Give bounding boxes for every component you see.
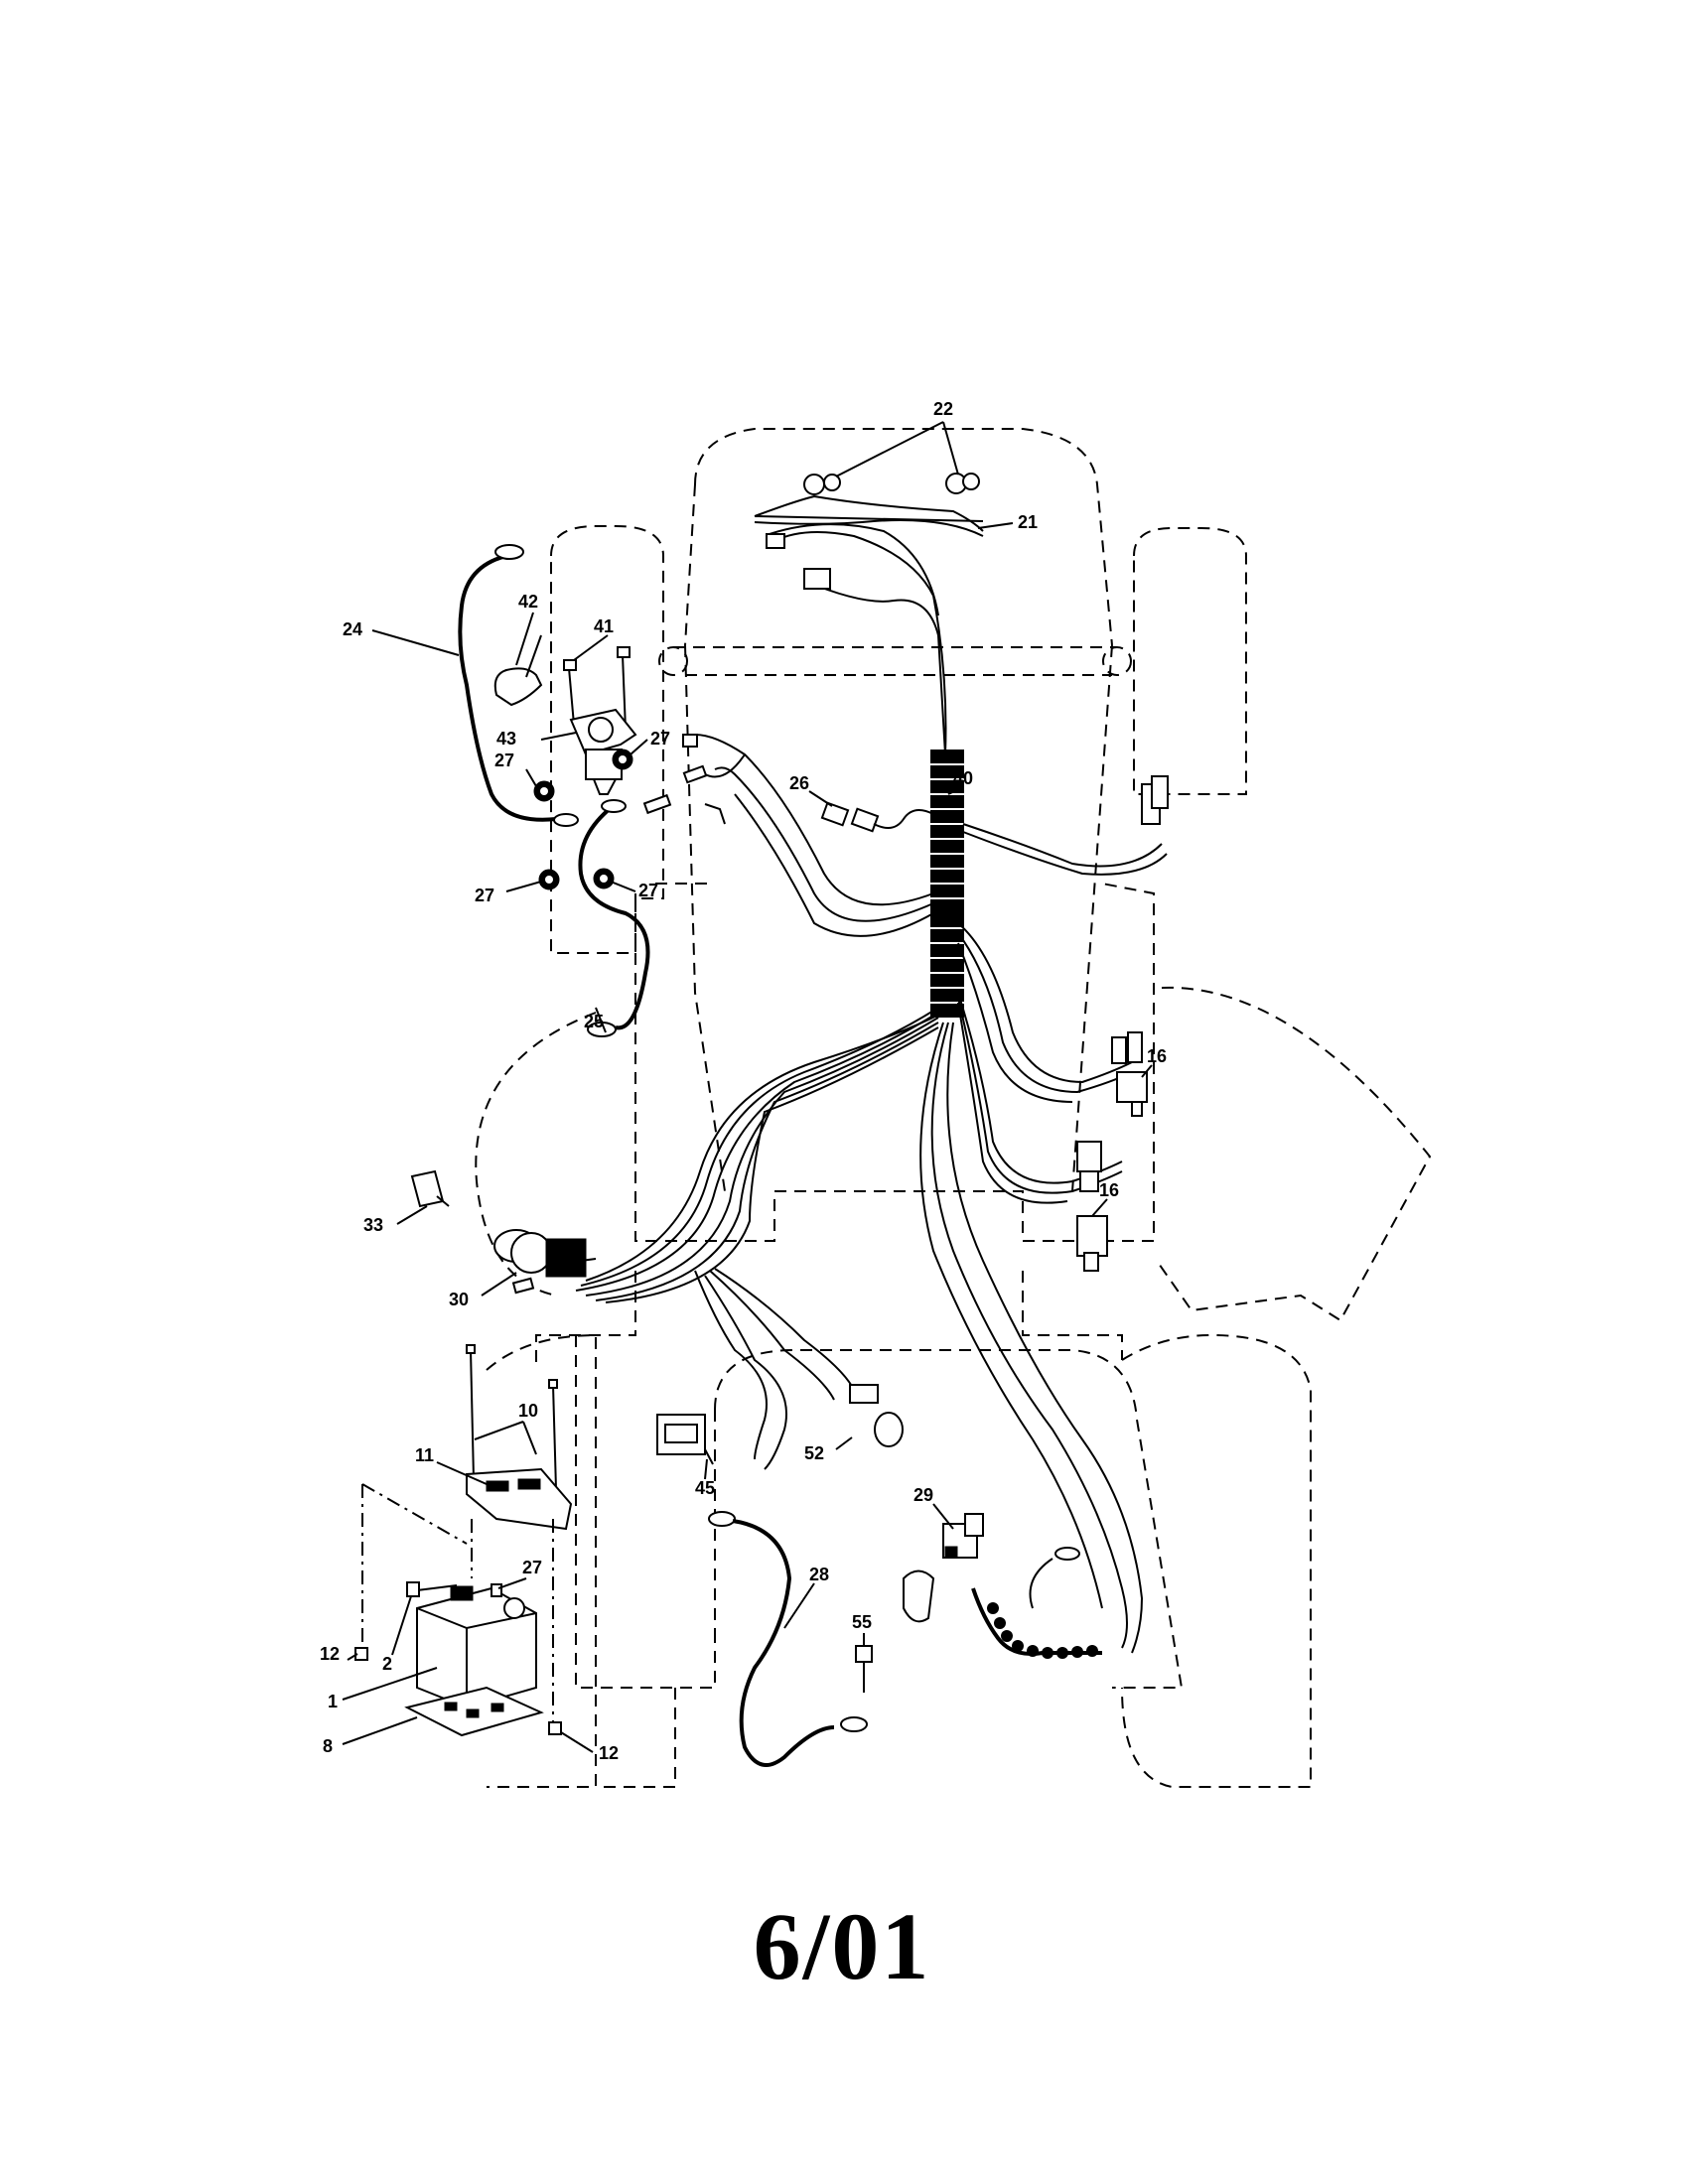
callout-29: 29 [913, 1485, 933, 1505]
main-harness [575, 515, 1168, 1654]
ignition-switch-30 [493, 1229, 597, 1295]
bolt-55 [855, 1645, 873, 1693]
callout-27-lower-left: 27 [475, 886, 494, 905]
ground-cable-28 [708, 1511, 868, 1767]
callout-40: 40 [953, 768, 973, 788]
callout-11: 11 [415, 1445, 434, 1465]
callout-12-right: 12 [599, 1743, 619, 1763]
callout-24: 24 [343, 619, 362, 639]
switch-16-upper [1111, 1031, 1148, 1117]
leader-lines [342, 421, 1153, 1753]
connector-40-plug [1141, 775, 1169, 825]
callout-labels: 22 21 24 42 41 43 27 27 27 27 25 26 40 1… [320, 399, 1167, 1763]
callout-45: 45 [695, 1478, 715, 1498]
callout-10: 10 [518, 1401, 538, 1421]
hour-meter-45 [656, 1414, 714, 1465]
callout-16-upper: 16 [1147, 1046, 1167, 1066]
callout-30: 30 [449, 1290, 469, 1309]
switch-16-lower [1076, 1141, 1108, 1272]
lamp-52 [849, 1384, 904, 1447]
callout-52: 52 [804, 1443, 824, 1463]
revision-date-code: 6/01 [753, 1893, 931, 1999]
callout-2: 2 [382, 1654, 392, 1674]
callout-41: 41 [594, 616, 614, 636]
callout-42: 42 [518, 592, 538, 612]
callout-28: 28 [809, 1565, 829, 1584]
callout-27-battery: 27 [522, 1558, 542, 1577]
callout-27-lower-right: 27 [638, 881, 658, 900]
taillight-harness [754, 473, 984, 590]
callout-43: 43 [496, 729, 516, 749]
callout-33: 33 [363, 1215, 383, 1235]
callout-22: 22 [933, 399, 953, 419]
callout-1: 1 [328, 1692, 338, 1711]
seat-switch-29 [903, 1513, 1102, 1659]
connector-26 [820, 801, 934, 833]
callout-16-lower: 16 [1099, 1180, 1119, 1200]
callout-25: 25 [584, 1012, 604, 1031]
callout-12-left: 12 [320, 1644, 340, 1664]
callout-27-upper-left: 27 [494, 751, 514, 770]
callout-27-upper-right: 27 [650, 729, 670, 749]
callout-21: 21 [1018, 512, 1038, 532]
callout-8: 8 [323, 1736, 333, 1756]
tractor-outline [475, 428, 1432, 1788]
solenoid-assembly [458, 544, 746, 1037]
callout-55: 55 [852, 1612, 872, 1632]
callout-26: 26 [789, 773, 809, 793]
key-33 [410, 1169, 450, 1208]
battery-assembly [354, 1344, 573, 1737]
